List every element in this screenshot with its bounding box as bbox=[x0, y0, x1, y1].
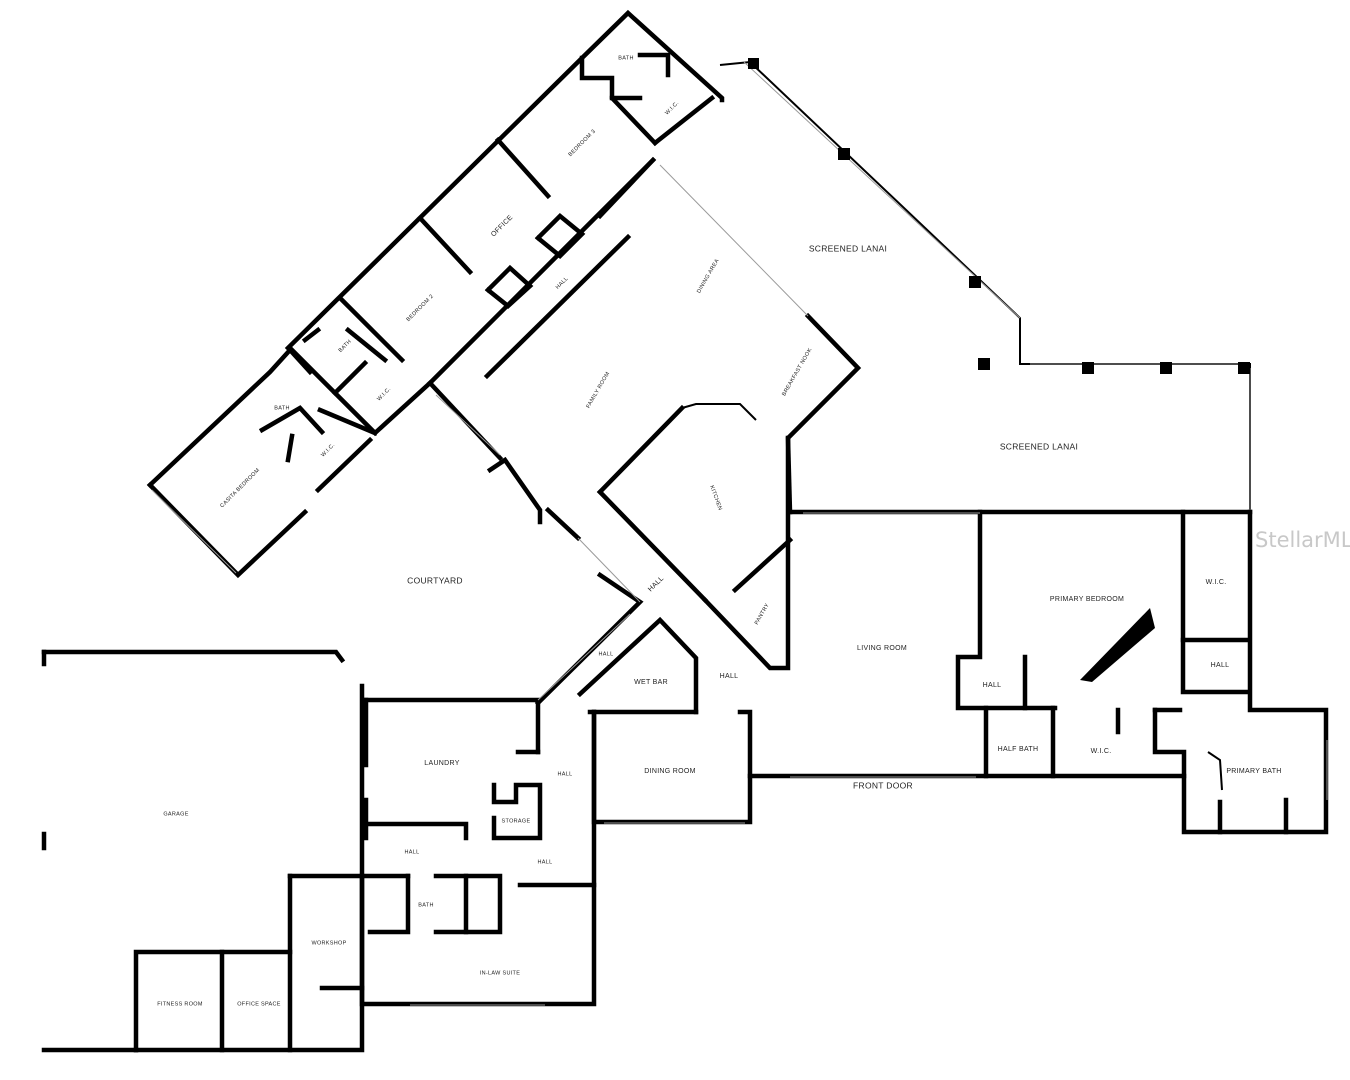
label-workshop: WORKSHOP bbox=[311, 940, 346, 946]
label-office: OFFICE bbox=[490, 214, 514, 238]
label-in-law-suite: IN-LAW SUITE bbox=[480, 970, 520, 976]
label-hall-garage: HALL bbox=[405, 849, 420, 855]
label-bath-upper: BATH bbox=[618, 55, 633, 61]
label-casita-bedroom: CASITA BEDROOM bbox=[219, 467, 261, 509]
windows bbox=[151, 61, 1328, 1006]
label-half-bath: HALF BATH bbox=[998, 746, 1039, 753]
label-family-room: FAMILY ROOM bbox=[586, 371, 612, 410]
label-pantry: PANTRY bbox=[754, 602, 771, 625]
label-wet-bar: WET BAR bbox=[634, 679, 668, 686]
label-bedroom-3: BEDROOM 3 bbox=[568, 129, 597, 158]
label-bath-suite: BATH bbox=[418, 902, 433, 908]
label-hall-kitchen: HALL bbox=[647, 575, 665, 593]
label-storage: STORAGE bbox=[502, 818, 531, 824]
label-hall-center: HALL bbox=[720, 673, 739, 680]
watermark: StellarMLS bbox=[1255, 528, 1350, 552]
label-hall-suite: HALL bbox=[538, 859, 553, 865]
label-hall-left: HALL bbox=[983, 682, 1002, 689]
label-wic-mid: W.I.C. bbox=[376, 386, 392, 402]
label-bath-mid: BATH bbox=[338, 339, 353, 354]
label-wic-primary: W.I.C. bbox=[1206, 579, 1227, 586]
label-fitness-room: FITNESS ROOM bbox=[157, 1001, 203, 1007]
label-hall-primary: HALL bbox=[1211, 662, 1230, 669]
label-primary-bedroom: PRIMARY BEDROOM bbox=[1050, 596, 1124, 603]
label-breakfast-nook: BREAKFAST NOOK bbox=[781, 347, 813, 397]
label-bedroom-2: BEDROOM 2 bbox=[406, 294, 435, 323]
label-office-space: OFFICE SPACE bbox=[237, 1001, 281, 1007]
label-screened-lanai-1: SCREENED LANAI bbox=[809, 243, 887, 253]
label-living-room: LIVING ROOM bbox=[857, 645, 907, 652]
label-dining-area: DINING AREA bbox=[696, 258, 721, 295]
label-dining-room: DINING ROOM bbox=[644, 768, 696, 775]
label-front-door: FRONT DOOR bbox=[853, 780, 913, 790]
walls bbox=[41, 9, 1329, 1053]
label-casita-bath: BATH bbox=[274, 405, 289, 411]
lanai-posts bbox=[748, 58, 1250, 682]
label-kitchen: KITCHEN bbox=[708, 485, 723, 512]
label-laundry: LAUNDRY bbox=[424, 760, 459, 767]
label-primary-bath: PRIMARY BATH bbox=[1226, 768, 1281, 775]
label-hall-small: HALL bbox=[599, 651, 614, 657]
label-wic-upper: W.I.C. bbox=[664, 100, 680, 116]
label-hall-upper: HALL bbox=[555, 276, 570, 291]
label-casita-wic: W.I.C. bbox=[320, 442, 336, 458]
label-wic-lower: W.I.C. bbox=[1091, 748, 1112, 755]
label-garage: GARAGE bbox=[163, 811, 188, 817]
label-hall-laundry: HALL bbox=[558, 771, 573, 777]
label-screened-lanai-2: SCREENED LANAI bbox=[1000, 441, 1078, 451]
label-courtyard: COURTYARD bbox=[407, 575, 463, 585]
room-labels: BATH W.I.C. BEDROOM 3 OFFICE HALL BEDROO… bbox=[157, 55, 1281, 1007]
